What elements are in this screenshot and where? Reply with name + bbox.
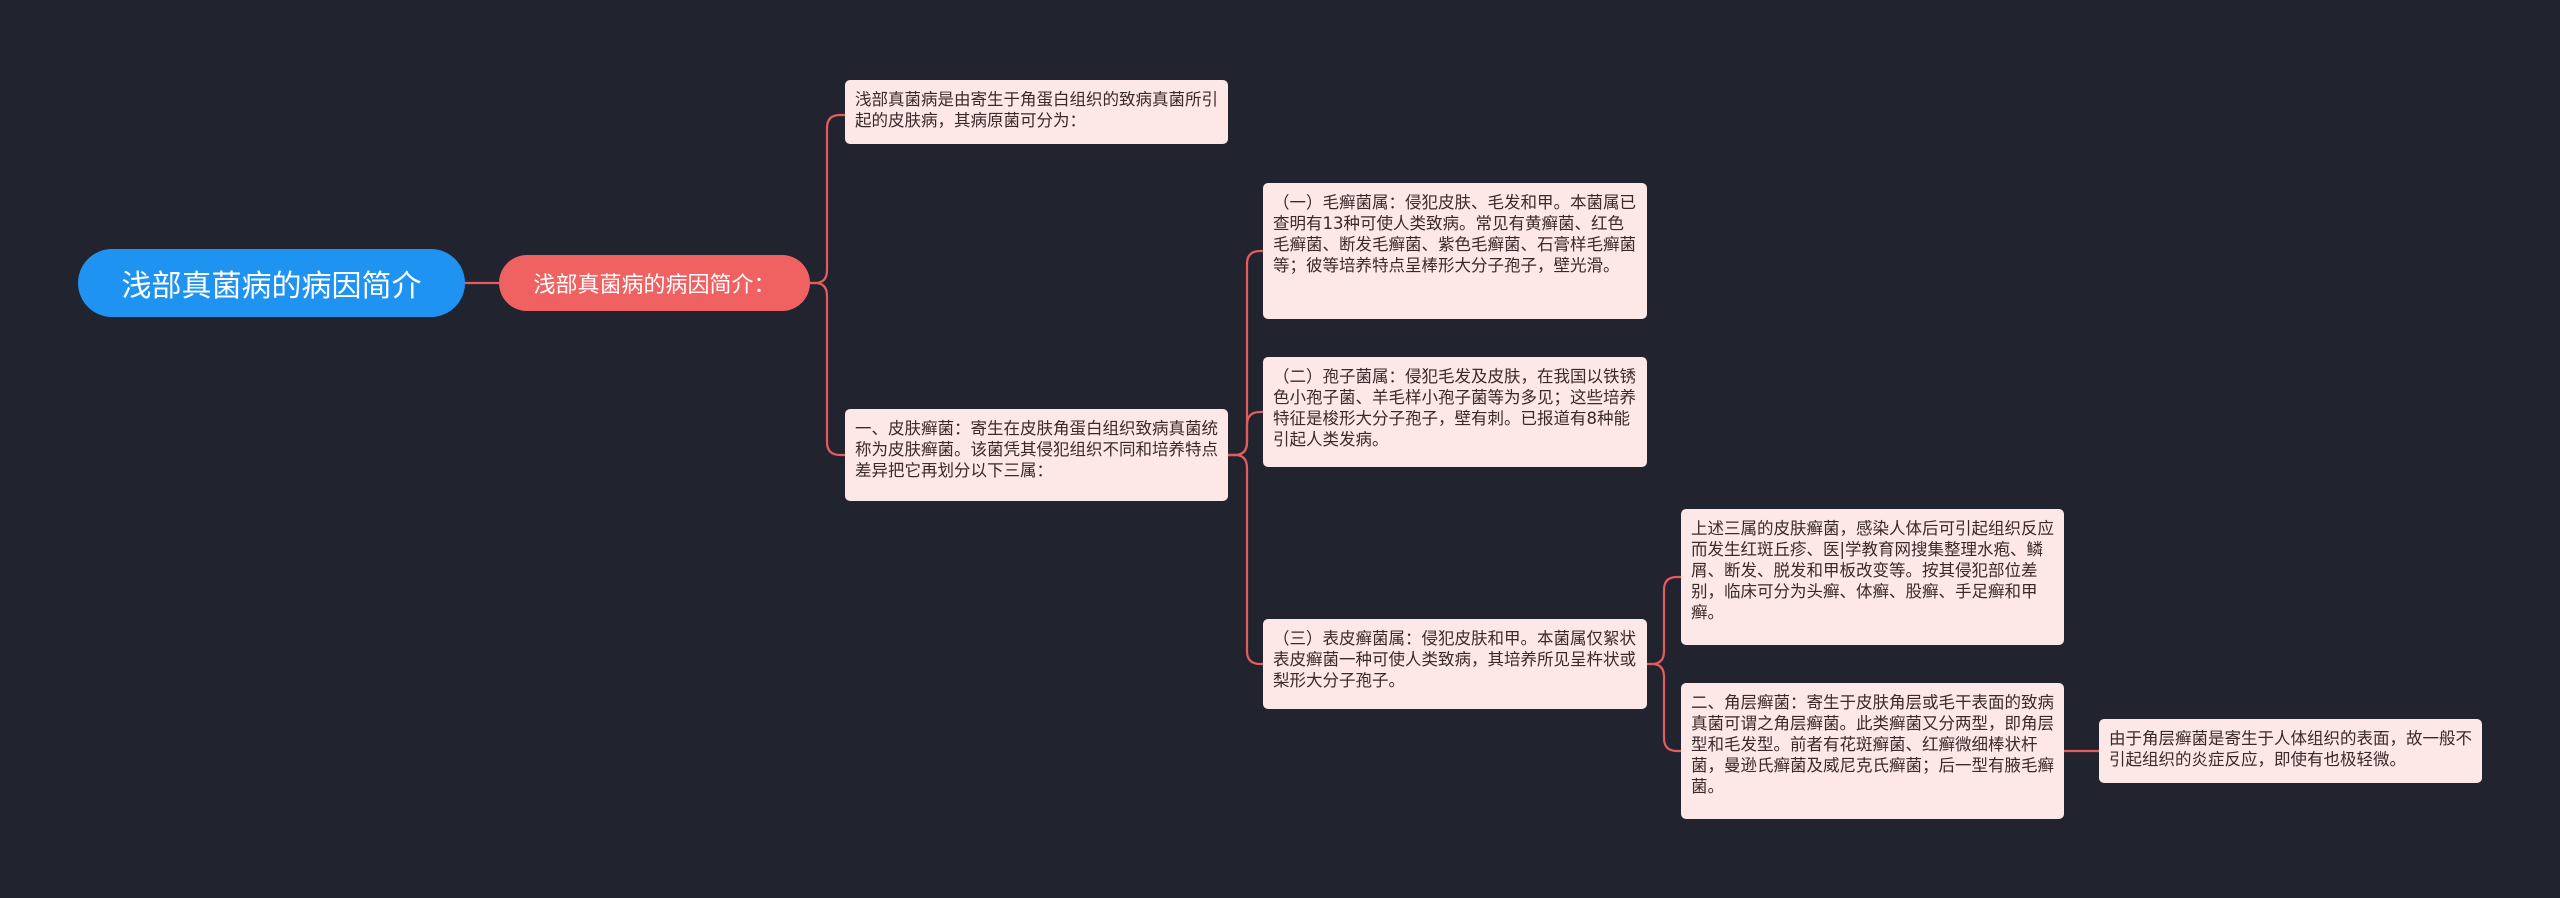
- node-intro[interactable]: 浅部真菌病是由寄生于角蛋白组织的致病真菌所引起的皮肤病，其病原菌可分为：: [845, 80, 1228, 144]
- node-symptoms[interactable]: 上述三属的皮肤癣菌，感染人体后可引起组织反应而发生红斑丘疹、医|学教育网搜集整理…: [1681, 509, 2064, 645]
- link-epidermophyton-keratinophilic: [1647, 662, 1681, 753]
- node-mild-reaction-text: 由于角层癣菌是寄生于人体组织的表面，故一般不引起组织的炎症反应，即使有也极轻微。: [2109, 729, 2472, 769]
- main-topic[interactable]: 浅部真菌病的病因简介：: [499, 255, 810, 311]
- main-topic-label: 浅部真菌病的病因简介：: [533, 273, 776, 298]
- node-intro-text: 浅部真菌病是由寄生于角蛋白组织的致病真菌所引起的皮肤病，其病原菌可分为：: [855, 90, 1218, 130]
- node-keratinophilic[interactable]: 二、角层癣菌：寄生于皮肤角层或毛干表面的致病真菌可谓之角层癣菌。此类癣菌又分两型…: [1681, 683, 2064, 819]
- link-epidermophyton-symptoms: [1647, 575, 1681, 666]
- link-skin-epidermophyton: [1228, 453, 1263, 666]
- link-main-intro: [810, 113, 845, 285]
- node-skin-dermatophyte[interactable]: 一、皮肤癣菌：寄生在皮肤角蛋白组织致病真菌统称为皮肤癣菌。该菌凭其侵犯组织不同和…: [845, 409, 1228, 501]
- root-topic[interactable]: 浅部真菌病的病因简介: [78, 249, 465, 317]
- node-mild-reaction[interactable]: 由于角层癣菌是寄生于人体组织的表面，故一般不引起组织的炎症反应，即使有也极轻微。: [2099, 719, 2482, 783]
- node-trichophyton[interactable]: （一）毛癣菌属：侵犯皮肤、毛发和甲。本菌属已查明有13种可使人类致病。常见有黄癣…: [1263, 183, 1647, 319]
- link-main-skin: [810, 281, 845, 457]
- node-trichophyton-text: （一）毛癣菌属：侵犯皮肤、毛发和甲。本菌属已查明有13种可使人类致病。常见有黄癣…: [1273, 193, 1636, 275]
- node-symptoms-text: 上述三属的皮肤癣菌，感染人体后可引起组织反应而发生红斑丘疹、医|学教育网搜集整理…: [1691, 519, 2054, 622]
- root-topic-label: 浅部真菌病的病因简介: [121, 269, 422, 304]
- node-epidermophyton[interactable]: （三）表皮癣菌属：侵犯皮肤和甲。本菌属仅絮状表皮癣菌一种可使人类致病，其培养所见…: [1263, 619, 1647, 709]
- node-microsporum[interactable]: （二）孢子菌属：侵犯毛发及皮肤，在我国以铁锈色小孢子菌、羊毛样小孢子菌等为多见；…: [1263, 357, 1647, 467]
- node-keratinophilic-text: 二、角层癣菌：寄生于皮肤角层或毛干表面的致病真菌可谓之角层癣菌。此类癣菌又分两型…: [1691, 693, 2054, 796]
- node-microsporum-text: （二）孢子菌属：侵犯毛发及皮肤，在我国以铁锈色小孢子菌、羊毛样小孢子菌等为多见；…: [1273, 367, 1636, 449]
- link-skin-microsporum: [1228, 410, 1263, 457]
- link-skin-trichophyton: [1228, 249, 1263, 457]
- node-epidermophyton-text: （三）表皮癣菌属：侵犯皮肤和甲。本菌属仅絮状表皮癣菌一种可使人类致病，其培养所见…: [1273, 629, 1636, 690]
- node-skin-dermatophyte-text: 一、皮肤癣菌：寄生在皮肤角蛋白组织致病真菌统称为皮肤癣菌。该菌凭其侵犯组织不同和…: [855, 419, 1218, 480]
